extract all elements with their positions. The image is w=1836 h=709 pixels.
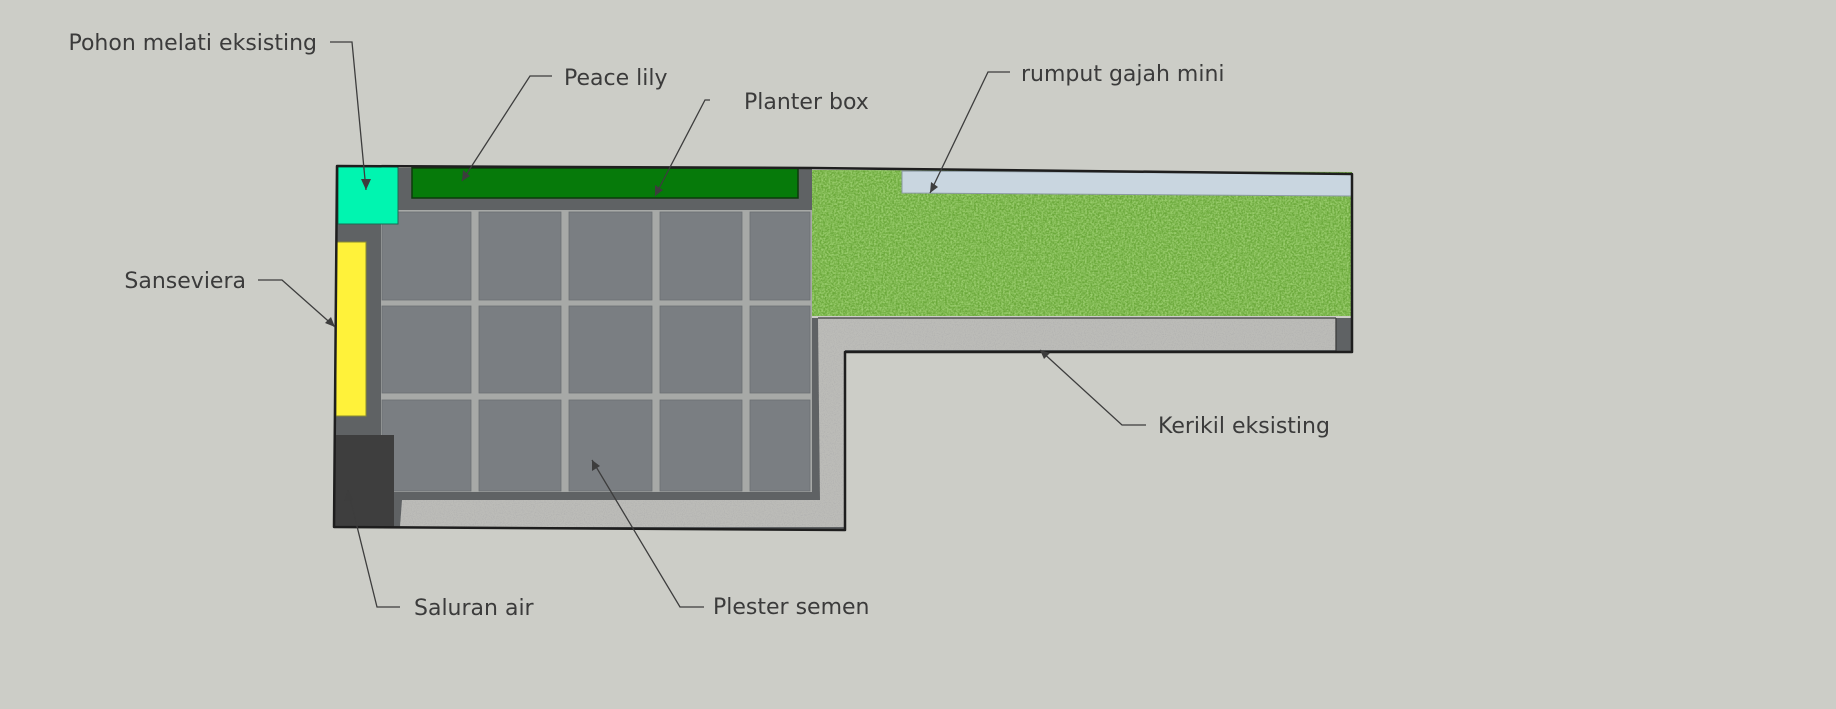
tile-1-3 [659, 305, 743, 394]
plan-outline [332, 164, 1354, 532]
label-peace-lily: Peace lily [564, 66, 667, 91]
tile-1-4 [749, 305, 811, 394]
label-planter-box: Planter box [744, 90, 869, 115]
peace-lily-bed [411, 167, 799, 199]
tile-0-3 [659, 211, 743, 301]
tile-0-1 [478, 211, 562, 301]
tile-1-1 [478, 305, 562, 394]
tile-2-3 [659, 399, 743, 492]
tile-1-2 [568, 305, 653, 394]
leader-lines [258, 41, 1146, 608]
label-rumput-gajah: rumput gajah mini [1021, 62, 1225, 87]
pohon-melati-bed [337, 165, 399, 225]
saluran-air-block [334, 435, 394, 527]
label-plester-semen: Plester semen [713, 595, 869, 620]
tile-0-4 [749, 211, 811, 301]
label-kerikil: Kerikil eksisting [1158, 414, 1330, 439]
sanseviera-bed [335, 241, 367, 417]
plester-semen-tiles [381, 211, 811, 492]
tile-2-0 [381, 399, 472, 492]
tile-2-2 [568, 399, 653, 492]
label-pohon-melati: Pohon melati eksisting [68, 31, 317, 56]
label-sanseviera: Sanseviera [124, 269, 246, 294]
tile-0-0 [381, 211, 472, 301]
tile-1-0 [381, 305, 472, 394]
tile-0-2 [568, 211, 653, 301]
kerikil-area [400, 317, 1337, 527]
label-saluran-air: Saluran air [414, 596, 535, 621]
planter-box-strip [901, 170, 1353, 197]
leader-arrowheads [325, 170, 1050, 501]
tile-2-4 [749, 399, 811, 492]
tile-2-1 [478, 399, 562, 492]
rumput-gajah-area [812, 170, 1352, 316]
